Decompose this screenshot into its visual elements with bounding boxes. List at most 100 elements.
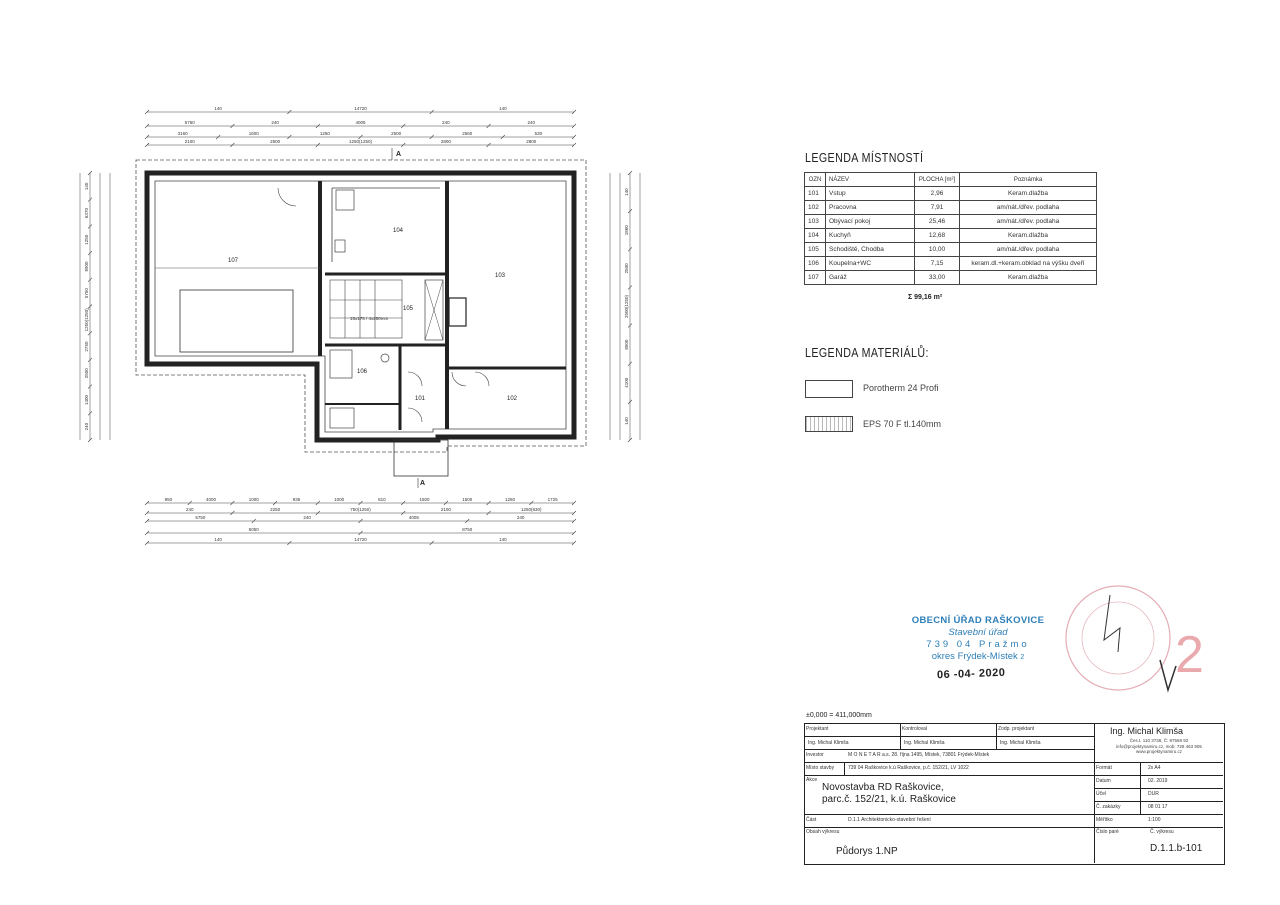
header-plocha: PLOCHA [m²] (914, 172, 960, 187)
room-cell: am/nát./dřev. podlaha (959, 242, 1097, 257)
insulation-outline (135, 159, 587, 453)
section-mark-bottom: A (420, 480, 425, 487)
dimension-label: 140 (214, 106, 222, 111)
dimension-label: 1600 (249, 131, 260, 136)
room-cell: Schodiště, Chodba (825, 242, 915, 257)
stamp-line-2: Stavební úřad (948, 627, 1008, 638)
outer-wall-inner-line (154, 180, 567, 433)
projektant-value: Ing. Michal Klimša (808, 740, 849, 746)
dimension-label: 240 (442, 120, 450, 125)
dimension-label: 1400 (84, 394, 89, 405)
dimension-label: 14720 (354, 106, 367, 111)
format-label: Formát (1096, 765, 1112, 771)
dimension-label: 8900 (84, 261, 89, 272)
room-cell: 105 (804, 242, 826, 257)
room-cell: 12,68 (914, 228, 960, 243)
staircase (329, 279, 403, 339)
dimension-label: 240 (186, 507, 194, 512)
seal-ring (1065, 585, 1171, 691)
dimension-label: 5750 (195, 515, 206, 520)
header-poznamka: Poznámka (959, 172, 1097, 187)
dimension-label: 2500 (391, 131, 402, 136)
dimension-label: 5050 (249, 527, 260, 532)
dimension-label: 810 (378, 497, 386, 502)
side-dimension-lines: 14063701250890057501250(1250)27502500140… (79, 170, 641, 443)
shower (329, 407, 355, 429)
dimension-label: 1250(1250) (349, 139, 373, 144)
room-cell: 33,00 (914, 270, 960, 285)
zakazky-label: Č. zakázky (1096, 804, 1121, 810)
dimension-label: 240 (271, 120, 279, 125)
room-cell: 102 (804, 200, 826, 215)
dimension-label: 140 (624, 417, 629, 425)
meritko-label: Měřítko (1096, 817, 1113, 823)
stamp-line-3: 739 04 Pražmo (926, 639, 1030, 650)
dimension-label: 1250 (320, 131, 331, 136)
room-legend-title: LEGENDA MÍSTNOSTÍ (805, 150, 924, 165)
dimension-label: 4100 (624, 377, 629, 388)
dimension-label: 4000 (206, 497, 217, 502)
material-label: EPS 70 F tl.140mm (863, 419, 942, 429)
room-legend-header: OZN NÁZEV PLOCHA [m²] Poznámka (804, 172, 1097, 187)
company-contact: Čes.t. 110 3738, Č: 87569 92 info@projek… (1116, 738, 1202, 754)
ucel-value: DUR (1148, 791, 1159, 797)
room-cell: 7,91 (914, 200, 960, 215)
room-cell: 106 (804, 256, 826, 271)
header-ozn: OZN (804, 172, 826, 187)
section-cut (391, 148, 419, 488)
cast-value: D.1.1 Architektonicko-stavební řešení (848, 817, 931, 823)
signature-mark (1103, 594, 1121, 653)
dimension-label: 140 (499, 106, 507, 111)
company-name: Ing. Michal Klimša (1110, 726, 1184, 736)
garage-slab (179, 289, 294, 353)
dimension-label: 2560 (462, 131, 473, 136)
dimension-label: 2500 (84, 368, 89, 379)
dimension-label: 2100 (185, 139, 196, 144)
seal-inner-ring (1081, 601, 1155, 675)
dimension-label: 935 (293, 497, 301, 502)
dimension-label: 140 (499, 537, 507, 542)
room-cell: Keram.dlažba (959, 228, 1097, 243)
kitchen-stove (334, 239, 346, 253)
room-number: 102 (507, 396, 518, 402)
material-porotherm: Porotherm 24 Profi (805, 380, 1105, 398)
dimension-label: 240 (517, 515, 525, 520)
akce-label: Akce (806, 777, 818, 783)
room-number: 105 (403, 306, 414, 312)
dimension-label: 2800 (526, 139, 537, 144)
toilet (380, 353, 390, 363)
dimension-label: 1250 (505, 497, 516, 502)
dimension-label: 4005 (355, 120, 366, 125)
dimension-label: 240 (84, 422, 89, 430)
room-number: 101 (415, 396, 426, 402)
dimension-label: 14720 (354, 537, 367, 542)
ucel-label: Účel (1096, 791, 1107, 797)
dimension-label: 5750 (84, 288, 89, 299)
dimension-label: 530 (535, 131, 543, 136)
dimension-label: 1000 (249, 497, 260, 502)
interior-walls (318, 181, 566, 430)
dimension-label: 240 (303, 515, 311, 520)
dimension-label: 950 (165, 497, 173, 502)
zodp-value: Ing. Michal Klimša (1000, 740, 1041, 746)
area-sum: Σ 99,16 m² (908, 294, 943, 301)
material-swatch-porotherm (805, 380, 853, 398)
door-swings (277, 187, 490, 423)
zakazky-value: 08 01 17 (1148, 804, 1168, 810)
office-stamp: OBECNÍ ÚŘAD RAŠKOVICE Stavební úřad 739 … (888, 615, 1068, 664)
kontroloval-value: Ing. Michal Klimša (904, 740, 945, 746)
room-number: 104 (393, 228, 404, 234)
akce-value: Novostavba RD Raškovice, parc.č. 152/21,… (822, 782, 956, 805)
dimension-label: 8750 (462, 527, 473, 532)
dimension-label: 1500 (462, 497, 473, 502)
dimension-label: 1250(830) (521, 507, 542, 512)
room-cell: Koupelna+WC (825, 256, 915, 271)
stamp-line-4: okres Frýdek-Místek (931, 651, 1018, 662)
signature-arrow (1159, 659, 1177, 693)
room-cell: 25,46 (914, 214, 960, 229)
title-block (804, 723, 1225, 865)
investor-value: M O N E T A R a.s. 28. října 1495, Míste… (848, 752, 990, 758)
